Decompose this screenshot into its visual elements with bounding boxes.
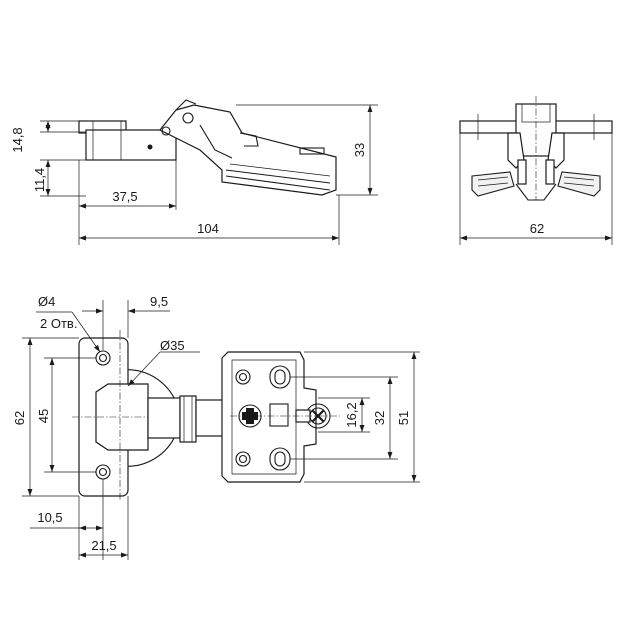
- center-slot: [269, 403, 289, 427]
- dim-hole-spacing: 45: [36, 409, 51, 423]
- side-cup: [85, 129, 177, 161]
- dim-height: 33: [352, 143, 367, 157]
- dim-plate-height: 62: [12, 411, 27, 425]
- mount-plate: [221, 351, 317, 483]
- side-view: 14,8 11,4 37,5 104 33: [10, 99, 378, 245]
- dim-hole-diameter: Ø4: [38, 294, 55, 309]
- dim-hole-count: 2 Отв.: [40, 316, 77, 331]
- dim-slot-spacing: 32: [372, 411, 387, 425]
- dim-end-width: 62: [530, 221, 544, 236]
- dim-overall-length: 104: [197, 221, 219, 236]
- dim-cup-offset: 9,5: [150, 294, 168, 309]
- dim-thickness-bottom: 11,4: [32, 168, 47, 192]
- arm-knuckle: [179, 395, 197, 443]
- dim-cup-diameter: Ø35: [160, 338, 185, 353]
- end-view: 62: [459, 96, 613, 245]
- side-rivet-icon: [147, 144, 153, 150]
- dim-thickness-top: 14,8: [10, 127, 25, 152]
- mount-hole-top-icon: [235, 369, 251, 385]
- side-pivot-icon: [182, 112, 194, 124]
- arm-link: [195, 399, 225, 437]
- dim-slot-spacing-small: 16,2: [344, 402, 359, 427]
- dim-edge-distance: 10,5: [37, 510, 62, 525]
- end-foot-left: [471, 171, 515, 197]
- end-foot-right: [557, 171, 601, 197]
- dim-mount-height: 51: [396, 411, 411, 425]
- mount-hole-bottom-icon: [235, 451, 251, 467]
- dim-cup-center: 21,5: [91, 538, 116, 553]
- arm-neck: [147, 397, 181, 439]
- side-arm: [159, 104, 337, 196]
- plan-view: Ø4 2 Отв. 9,5 Ø35 62 45 10,5 21,5: [12, 294, 420, 560]
- dim-offset: 37,5: [112, 189, 137, 204]
- side-pivot-icon-2: [161, 126, 171, 136]
